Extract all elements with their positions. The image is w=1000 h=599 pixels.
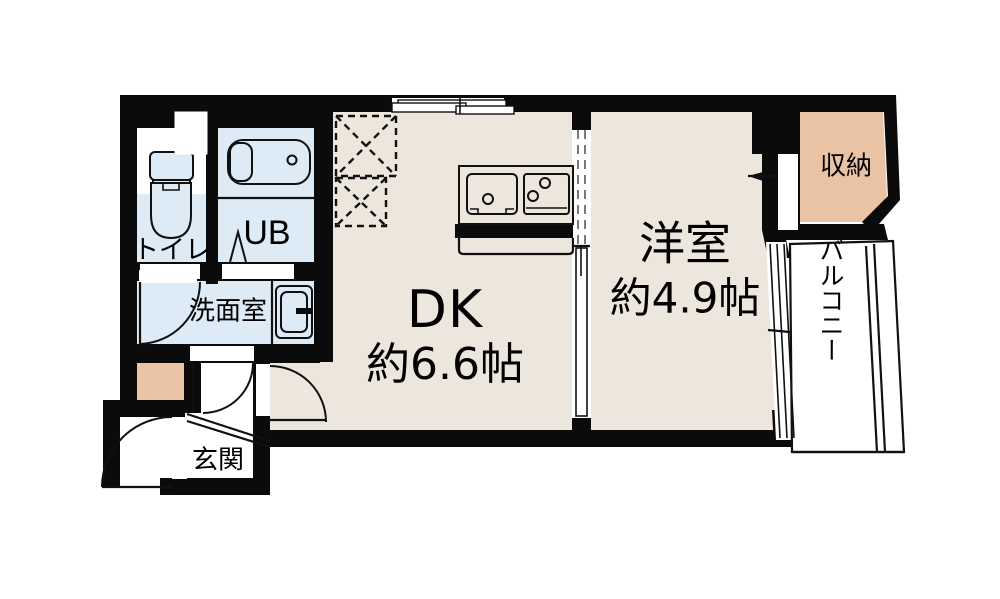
sliding-door-icon-bedroom: [572, 130, 590, 418]
sink-drain-icon: [482, 193, 494, 205]
wall-dk-bedroom-bottom: [572, 418, 591, 432]
wall-dk-bedroom-top: [572, 112, 591, 130]
washroom-fixtures: [270, 281, 313, 344]
hinged-door-icon-washroom: [139, 270, 197, 283]
toilet-icon: [150, 182, 192, 240]
sliding-doors-group: [391, 96, 796, 440]
bathtub-group: [218, 139, 314, 200]
wall-closet-outer: [862, 95, 900, 232]
hall-door-swing: [202, 362, 254, 414]
wall-hall-left: [120, 344, 137, 417]
entrance-step-line2: [186, 419, 271, 449]
gas-stove-icon: [523, 173, 570, 215]
toilet-tank-icon: [149, 151, 194, 181]
bedroom-floor: [591, 108, 782, 432]
balcony-rail-group: [788, 239, 906, 454]
wall-top-left-block: [120, 95, 320, 128]
label-dk-name: DK: [407, 280, 484, 340]
balcony-rail-inner2: [864, 245, 879, 453]
wall-bottom-main: [253, 430, 790, 447]
stove-burner-1: [539, 177, 551, 189]
overhead-shelf-group: [334, 114, 398, 228]
label-closet: 収納: [820, 152, 872, 182]
label-unit-bath: UB: [243, 214, 290, 252]
label-bedroom-name: 洋室: [639, 217, 731, 271]
wall-left-outer: [120, 95, 137, 417]
entrance-step-line: [186, 412, 271, 443]
kitchen-group: [455, 165, 575, 256]
balcony-rail-inner: [872, 243, 887, 453]
entrance-door-swing: [101, 416, 173, 488]
hinged-door-icon-hall: [190, 346, 254, 361]
sliding-window-icon-kitchen: [391, 96, 515, 115]
sink-lip: [470, 208, 514, 215]
wall-entrance-bottom: [160, 478, 270, 495]
wall-entrance-step: [103, 400, 185, 417]
bath-door-swing: [229, 228, 247, 263]
shelf-upper-box: [334, 114, 398, 178]
kitchen-sink-icon: [466, 173, 518, 215]
stove-burner-2: [527, 190, 539, 202]
folding-door-icon-bath: [222, 264, 294, 279]
label-dk-size: 約6.6帖: [366, 339, 524, 390]
closet-floor: [797, 112, 887, 222]
toilet-fixture-group: [149, 151, 194, 240]
dk-door-swing: [269, 365, 327, 423]
hinged-door-icon-dk: [256, 364, 270, 416]
room-labels: DK 約6.6帖 洋室 約4.9帖 トイレ UB 洗面室 玄関 収納 バルコニー: [133, 152, 872, 476]
label-entrance: 玄関: [192, 446, 244, 476]
bathtub-ledge-icon: [229, 142, 253, 182]
kitchen-counter-band: [455, 224, 573, 238]
bathtub-drain-icon: [286, 154, 298, 166]
label-washroom: 洗面室: [189, 297, 267, 327]
kitchen-apron: [457, 238, 575, 256]
label-toilet: トイレ: [133, 236, 211, 266]
wall-toilet-ub: [206, 112, 218, 284]
toilet-seat-notch: [162, 183, 180, 191]
hinged-door-icon-entrance: [172, 417, 187, 479]
shelf-lower-box: [334, 176, 388, 228]
washer-handle-icon: [296, 308, 312, 314]
label-balcony: バルコニー: [816, 238, 845, 363]
hinged-door-icon-closet: [778, 154, 798, 230]
shelf-upper-x2: [335, 115, 397, 177]
washroom-door-swing: [139, 281, 201, 345]
openings-group: [101, 111, 798, 489]
window-icon-toilet: [174, 111, 208, 155]
wall-wetzone-right: [314, 112, 333, 362]
label-bedroom-size: 約4.9帖: [610, 274, 761, 323]
balcony-floor: [788, 240, 903, 452]
